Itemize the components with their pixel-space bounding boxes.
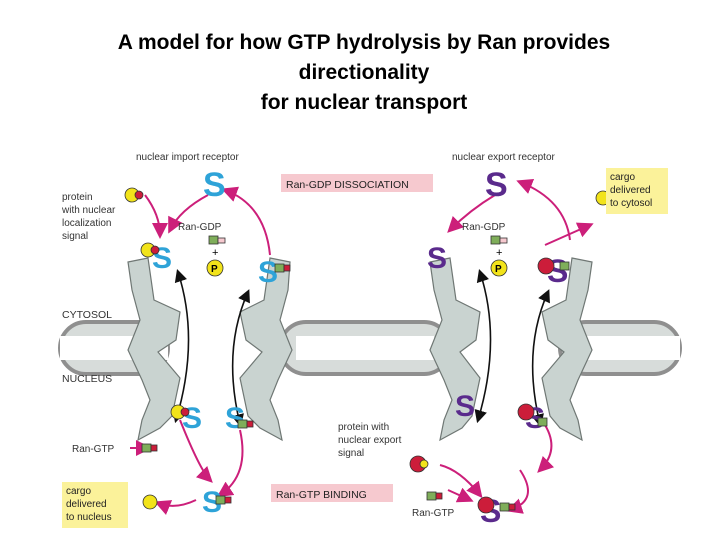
label-export-receptor: nuclear export receptor [452,152,556,163]
label-import-receptor: nuclear import receptor [136,152,239,163]
label-ran-gtp-left: Ran-GTP [72,444,115,455]
export-receptor-nucleus: S [455,390,475,423]
svg-text:cargo: cargo [66,486,91,497]
svg-text:protein: protein [62,192,93,203]
slide-title: A model for how GTP hydrolysis by Ran pr… [0,28,728,118]
label-cytosol: CYTOSOL [62,309,112,321]
import-cargo [124,187,190,510]
svg-text:cargo: cargo [610,172,635,183]
export-receptor-free: S [485,166,508,204]
svg-text:signal: signal [338,448,364,459]
label-ran-gdp-right: Ran-GDP [462,222,506,233]
ran-gdp-dissociation-label: Ran-GDP DISSOCIATION [281,174,433,192]
svg-text:+: + [212,247,218,259]
svg-text:P: P [495,264,502,275]
title-line-1: A model for how GTP hydrolysis by Ran pr… [117,31,611,54]
nuclear-envelope [58,320,682,376]
svg-text:signal: signal [62,231,88,242]
import-receptors: S S S S S S [152,166,278,519]
diagram-labels: nuclear import receptor nuclear export r… [61,152,556,519]
import-receptor-nucleus: S [182,402,202,435]
label-nucleus: NUCLEUS [62,373,112,385]
import-receptor-ran-gtp: S [225,402,245,435]
transport-arrows [172,268,550,428]
phosphate-icons: P P + + [206,247,508,277]
svg-text:+: + [496,247,502,259]
import-receptor-ran: S [258,256,278,289]
label-ran-gdp-left: Ran-GDP [178,222,222,233]
svg-text:protein with: protein with [338,422,389,433]
ran-gtp-binding-label: Ran-GTP BINDING [271,484,393,502]
nuclear-pore-right [429,257,593,442]
svg-text:with nuclear: with nuclear [61,205,116,216]
svg-text:to cytosol: to cytosol [610,198,652,209]
svg-text:P: P [211,264,218,275]
title-line-2: directionality [298,61,430,84]
cargo-to-nucleus-box: cargo delivered to nucleus [62,482,128,528]
svg-text:Ran-GDP DISSOCIATION: Ran-GDP DISSOCIATION [286,179,409,191]
ran-proteins [141,235,570,512]
svg-text:Ran-GTP BINDING: Ran-GTP BINDING [276,489,367,501]
svg-text:to nucleus: to nucleus [66,512,112,523]
svg-text:delivered: delivered [66,499,107,510]
svg-text:nuclear export: nuclear export [338,435,402,446]
import-receptor-free: S [203,166,226,204]
import-receptor-bound: S [202,486,222,519]
label-ran-gtp-right: Ran-GTP [412,508,455,519]
svg-text:localization: localization [62,218,111,229]
svg-text:delivered: delivered [610,185,651,196]
cargo-to-cytosol-box: cargo delivered to cytosol [606,168,668,214]
export-cargo [409,190,611,514]
title-line-3: for nuclear transport [260,91,468,114]
export-receptor-left: S [427,242,447,275]
